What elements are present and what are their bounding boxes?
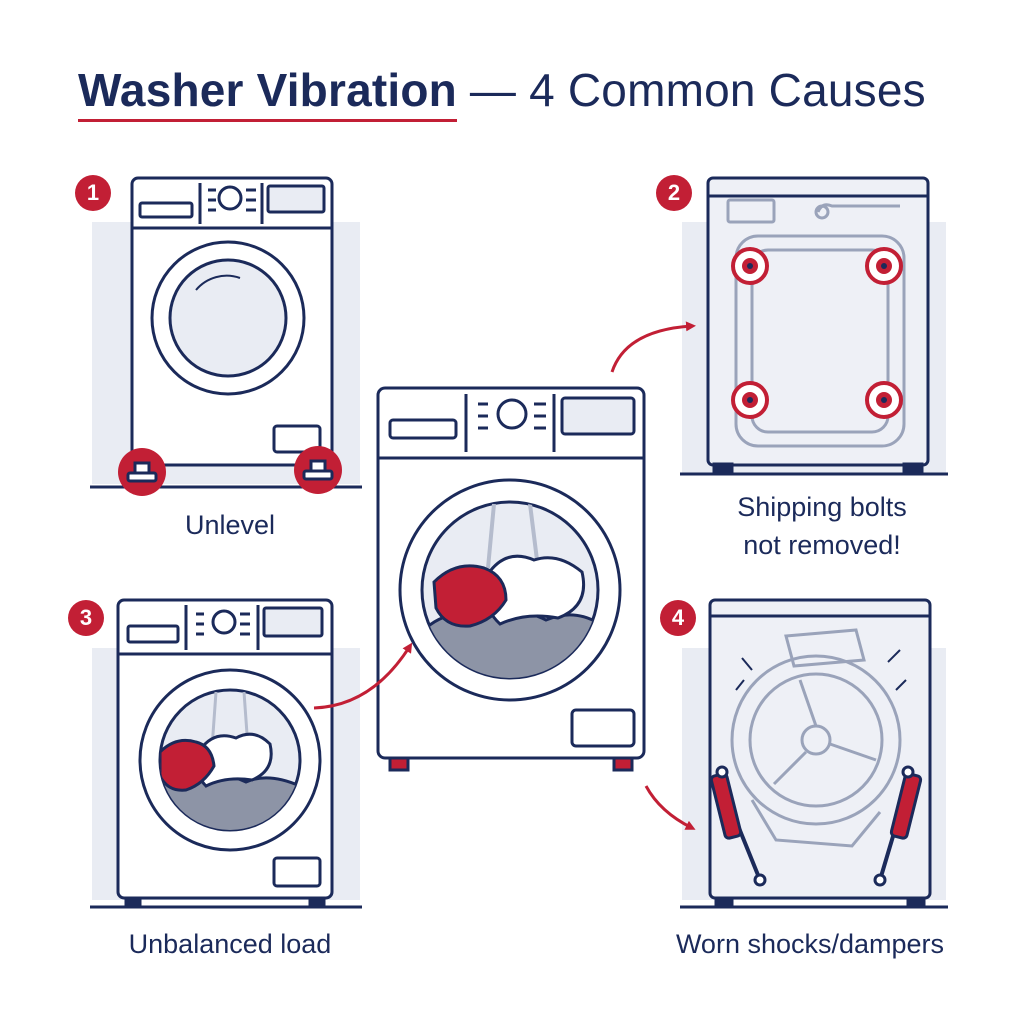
cause-2-label-line2: not removed!: [743, 530, 901, 560]
shock-absorbers: [709, 765, 923, 887]
arrow-to-shocks: [644, 785, 696, 830]
cause-4-badge: 4: [660, 600, 696, 636]
title-strong: Washer Vibration: [78, 64, 457, 116]
diagram-title: Washer Vibration — 4 Common Causes: [78, 62, 926, 118]
inner-drum-detail: [730, 628, 907, 848]
cause-1-label: Unlevel: [184, 510, 276, 540]
cause-2-label-line1: Shipping bolts: [737, 492, 907, 522]
cause-3-label: Unbalanced load: [128, 929, 332, 959]
cause-2-badge: 2: [656, 175, 692, 211]
cause-3-badge: 3: [68, 600, 104, 636]
rear-panel-detail: [726, 198, 906, 448]
leveling-feet-highlight: [118, 446, 342, 496]
cause-4-label: Worn shocks/dampers: [675, 929, 945, 959]
shipping-bolt-markers: [731, 247, 903, 419]
arrow-from-unbalanced: [313, 642, 413, 710]
arrow-to-shipping-bolts: [610, 321, 696, 373]
cause-1-badge: 1: [75, 175, 111, 211]
washer-unlevel: [130, 176, 334, 467]
connector-arrows: [313, 321, 696, 830]
title-rest: — 4 Common Causes: [456, 64, 926, 116]
